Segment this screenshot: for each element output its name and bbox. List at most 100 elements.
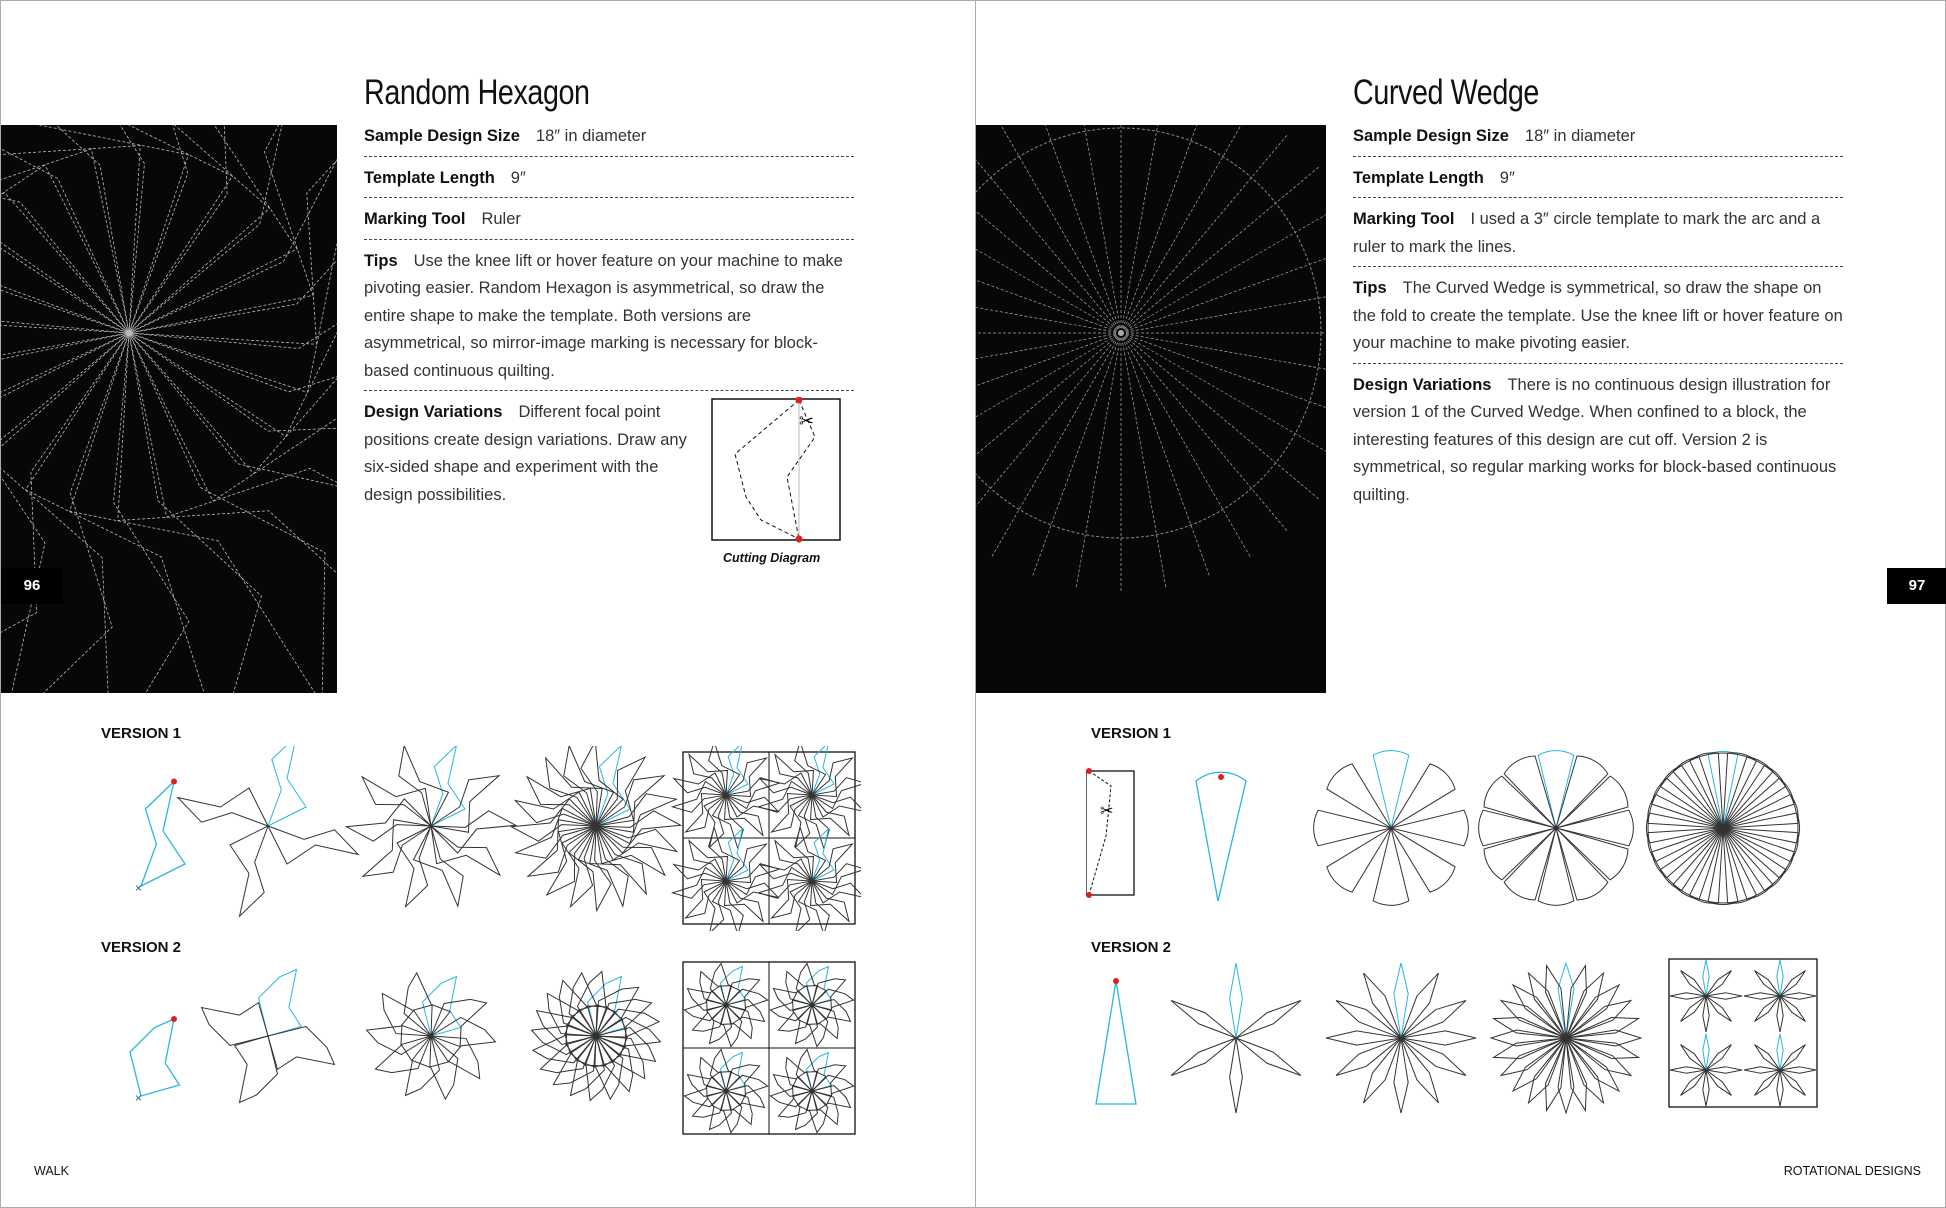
rotated-shape: [1, 191, 130, 334]
rotated-shape: [720, 1004, 753, 1040]
rotated-shape: [709, 962, 741, 1006]
rotated-shape: [24, 331, 262, 693]
version-1-label: VERSION 1: [101, 725, 182, 742]
wedge-shape: [1555, 827, 1609, 901]
rotated-shape: [795, 1048, 827, 1092]
marker: [1086, 768, 1092, 774]
radial-line: [1120, 165, 1321, 334]
star-point: [1557, 961, 1575, 1039]
rotated-shape: [684, 878, 728, 919]
cutting-diagram-caption: Cutting Diagram: [723, 551, 821, 565]
rotated-shape: [396, 824, 432, 909]
radial-line: [1083, 125, 1122, 334]
end-marker: ×: [135, 881, 142, 895]
radial-line: [1120, 125, 1159, 334]
rotated-shape: [699, 970, 732, 1006]
rotated-shape: [723, 793, 764, 837]
rotated-shape: [229, 824, 269, 918]
rotated-shape: [811, 978, 847, 1011]
star-point: [1705, 992, 1743, 1000]
rotated-shape: [806, 1090, 839, 1126]
rotated-shape: [176, 787, 270, 827]
star-point: [1565, 1037, 1605, 1105]
star-point: [1702, 995, 1710, 1033]
rotated-shape: [429, 810, 518, 854]
rotated-shape: [267, 1025, 336, 1071]
radial-line: [1120, 258, 1326, 334]
star-point: [1400, 1037, 1467, 1076]
star-point: [1557, 1037, 1575, 1115]
rotated-shape: [810, 777, 861, 810]
star-point: [1565, 1037, 1587, 1113]
radial-line: [1120, 332, 1211, 578]
rotated-shape: [127, 158, 337, 393]
spec-value: 18″ in diameter: [1524, 127, 1636, 145]
page-number: 97: [1887, 568, 1946, 604]
random-hexagon-photo: [1, 125, 337, 693]
rotated-shape: [430, 998, 488, 1048]
rotated-shape: [568, 971, 616, 1037]
rotated-shape: [595, 746, 631, 828]
block-frame: [1668, 958, 1818, 1108]
star-point: [1400, 1030, 1477, 1046]
star-point: [1565, 963, 1587, 1039]
radial-line: [990, 332, 1122, 559]
wedge-shape: [1326, 827, 1392, 893]
radial-line: [1120, 332, 1326, 452]
star-point: [1325, 1030, 1402, 1046]
star-point: [1170, 1037, 1237, 1076]
star-point: [1491, 1017, 1567, 1039]
rotated-shape: [398, 746, 450, 828]
radial-line: [1120, 332, 1321, 501]
rotated-shape: [725, 746, 749, 797]
wedge-shape: [1555, 809, 1634, 847]
rotated-shape: [770, 792, 814, 833]
star-point: [1702, 959, 1710, 997]
template-shape: [129, 1017, 181, 1097]
star-point: [1669, 992, 1707, 1000]
wedge-shape: [1372, 750, 1410, 829]
rotated-shape: [1, 332, 130, 633]
star-point: [1779, 992, 1817, 1000]
rotated-shape: [672, 772, 728, 796]
rotated-shape: [811, 746, 835, 797]
page-title: Random Hexagon: [364, 73, 590, 112]
rotated-shape: [127, 259, 337, 438]
star-point: [1779, 1069, 1806, 1096]
star-point: [1363, 1037, 1402, 1104]
curved-wedge-photo: [976, 125, 1326, 693]
star-point: [1680, 995, 1707, 1022]
star-point: [1400, 1000, 1467, 1039]
rotated-shape: [594, 755, 647, 827]
star-point: [1779, 970, 1806, 997]
wedge-shape: [1483, 775, 1557, 829]
spec-value: 9″: [510, 168, 526, 187]
star-point: [1235, 1000, 1302, 1039]
version-2-label: VERSION 2: [1091, 939, 1172, 956]
star-point: [1335, 1037, 1402, 1076]
start-marker: [171, 1016, 177, 1022]
star-point: [1335, 1000, 1402, 1039]
radial-line: [1075, 332, 1122, 590]
rotated-shape: [200, 1001, 269, 1047]
rotated-shape: [544, 756, 603, 828]
radial-line: [976, 307, 1122, 334]
rotated-shape: [1, 145, 141, 335]
star-point: [1400, 1037, 1439, 1104]
rotated-shape: [725, 827, 749, 883]
rotated-shape: [525, 775, 597, 828]
spec-template-length: Template Length 9″: [364, 163, 854, 198]
star-point: [1565, 1037, 1633, 1077]
rotated-shape: [128, 125, 298, 334]
spec-label: Marking Tool: [1353, 210, 1455, 228]
rotated-shape: [795, 962, 827, 1006]
radial-line: [1000, 125, 1122, 334]
spec-label: Template Length: [364, 168, 495, 187]
start-marker: [1113, 978, 1119, 984]
spec-label: Marking Tool: [364, 210, 466, 228]
